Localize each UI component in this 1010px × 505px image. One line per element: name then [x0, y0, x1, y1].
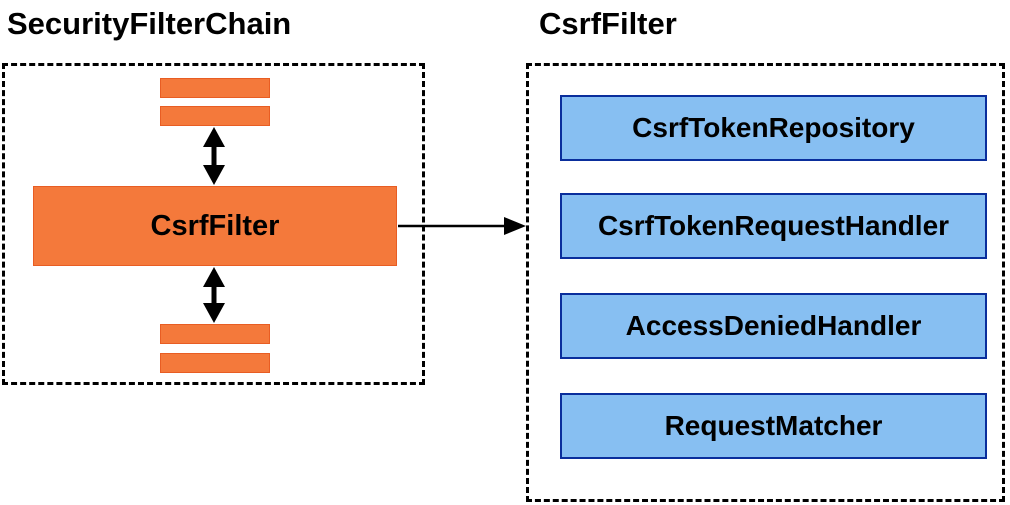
component-request-matcher: RequestMatcher: [540, 393, 987, 476]
component-label: CsrfTokenRequestHandler: [597, 210, 950, 241]
chain-filter-bar-bottom-1: [160, 324, 270, 344]
component-label: AccessDeniedHandler: [625, 310, 922, 341]
csrf-filter-boundary: [526, 63, 1005, 502]
component-label: CsrfTokenRepository: [632, 112, 915, 143]
component-label: RequestMatcher: [664, 410, 883, 441]
chain-filter-bar-bottom-2: [160, 353, 270, 373]
chain-filter-bar-top-1: [160, 78, 270, 98]
security-filter-chain-boundary: [2, 63, 425, 385]
csrf-filter-node: CsrfFilter: [12, 186, 397, 284]
security-filter-chain-title: SecurityFilterChain: [7, 6, 292, 41]
csrf-filter-panel-title: CsrfFilter: [539, 6, 677, 41]
component-access-denied-handler: AccessDeniedHandler: [540, 293, 987, 376]
component-csrf-token-repository: CsrfTokenRepository: [540, 95, 987, 178]
component-csrf-token-request-handler: CsrfTokenRequestHandler: [540, 193, 987, 276]
chain-filter-bar-top-2: [160, 106, 270, 126]
csrf-filter-node-label: CsrfFilter: [150, 209, 280, 242]
